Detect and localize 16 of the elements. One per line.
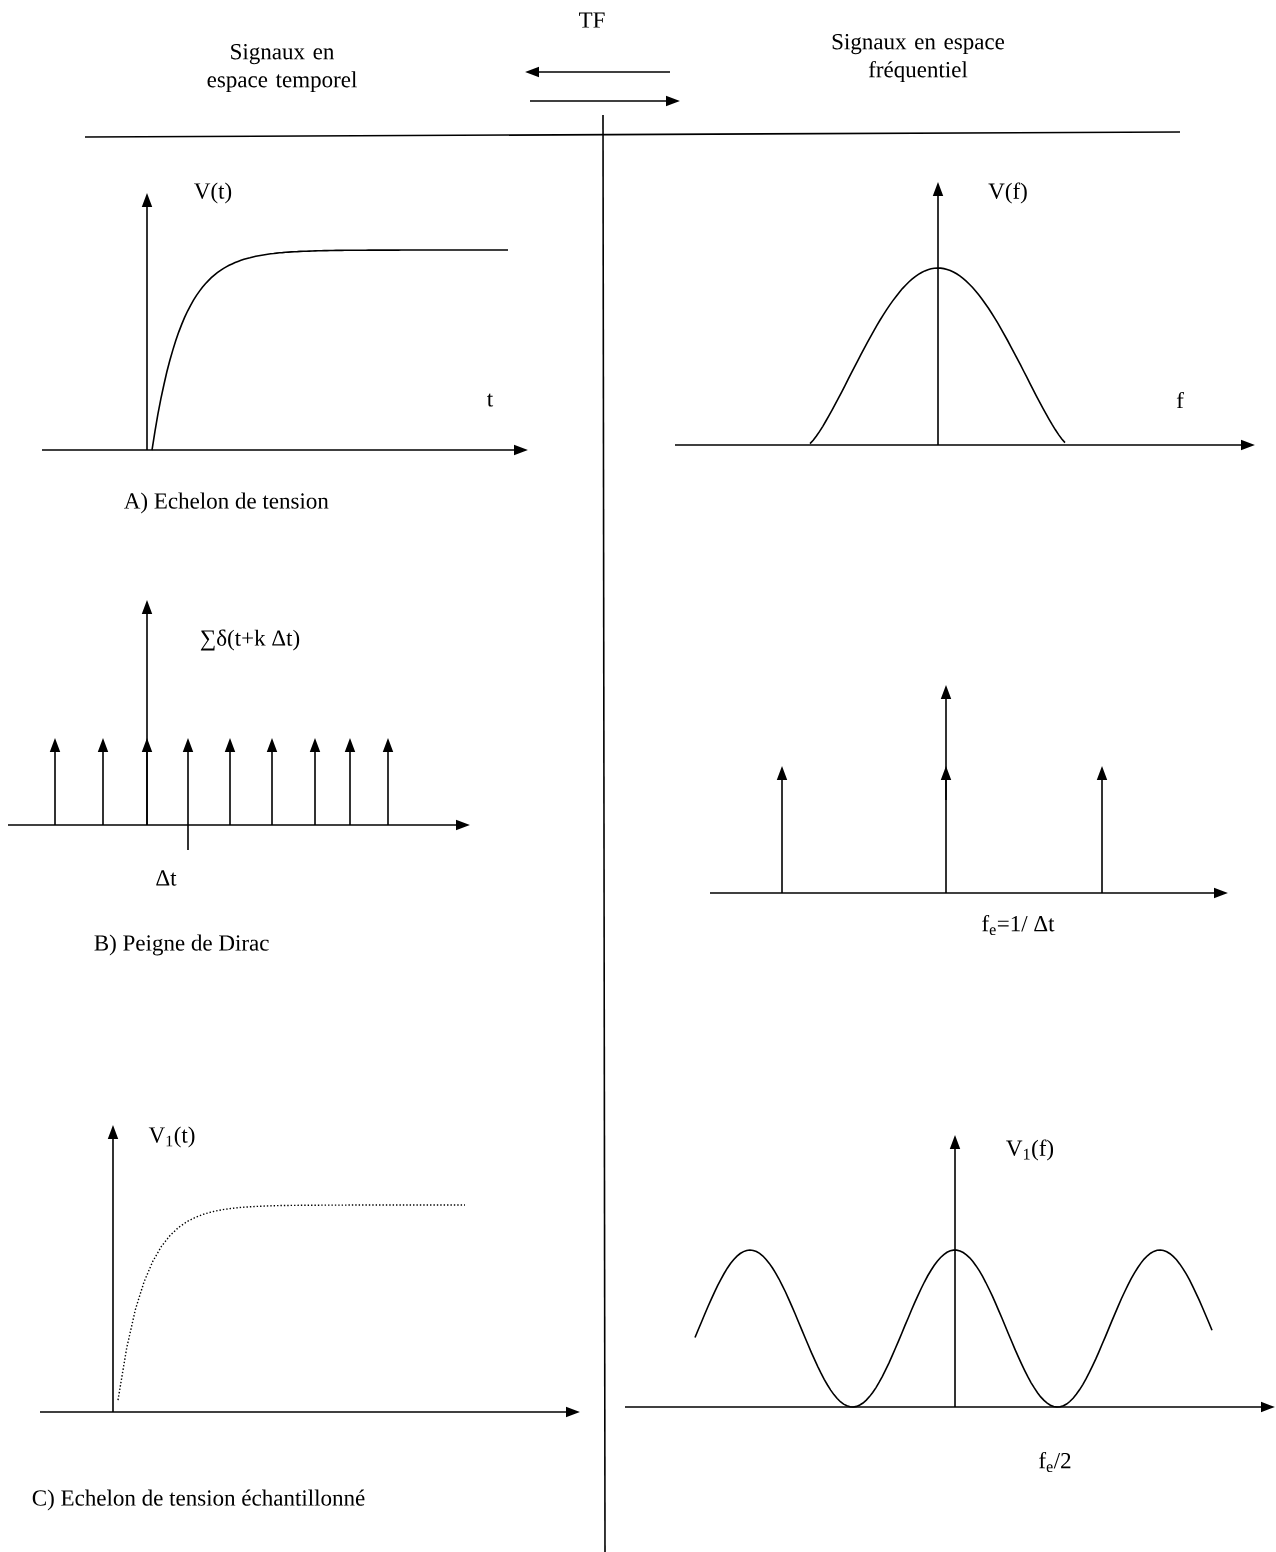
- axis-label: V(f): [988, 182, 1027, 204]
- axis-label: t: [487, 393, 494, 407]
- panel-caption: C) Echelon de tension échantillonné: [32, 1489, 365, 1511]
- axis-label: Δt: [156, 870, 177, 886]
- column-heading: Signaux en espace temporel: [207, 43, 357, 93]
- axis-label: f$_{e}$=1/ Δt: [982, 914, 1055, 936]
- column-heading: Signaux en espace fréquentiel: [832, 33, 1005, 83]
- axis-label: V$_{1}$(f): [1006, 1139, 1054, 1161]
- panel-caption: B) Peigne de Dirac: [94, 934, 269, 956]
- axis-label: f$_{e}$/2: [1039, 1451, 1071, 1473]
- axis-label: V(t): [194, 182, 232, 204]
- axis-label: f: [1176, 391, 1184, 409]
- axis-label: ∑δ(t+k Δt): [200, 629, 300, 651]
- axis-label: V$_{1}$(t): [148, 1126, 195, 1148]
- panel-caption: A) Echelon de tension: [124, 492, 329, 514]
- transform-label: TF: [579, 12, 605, 28]
